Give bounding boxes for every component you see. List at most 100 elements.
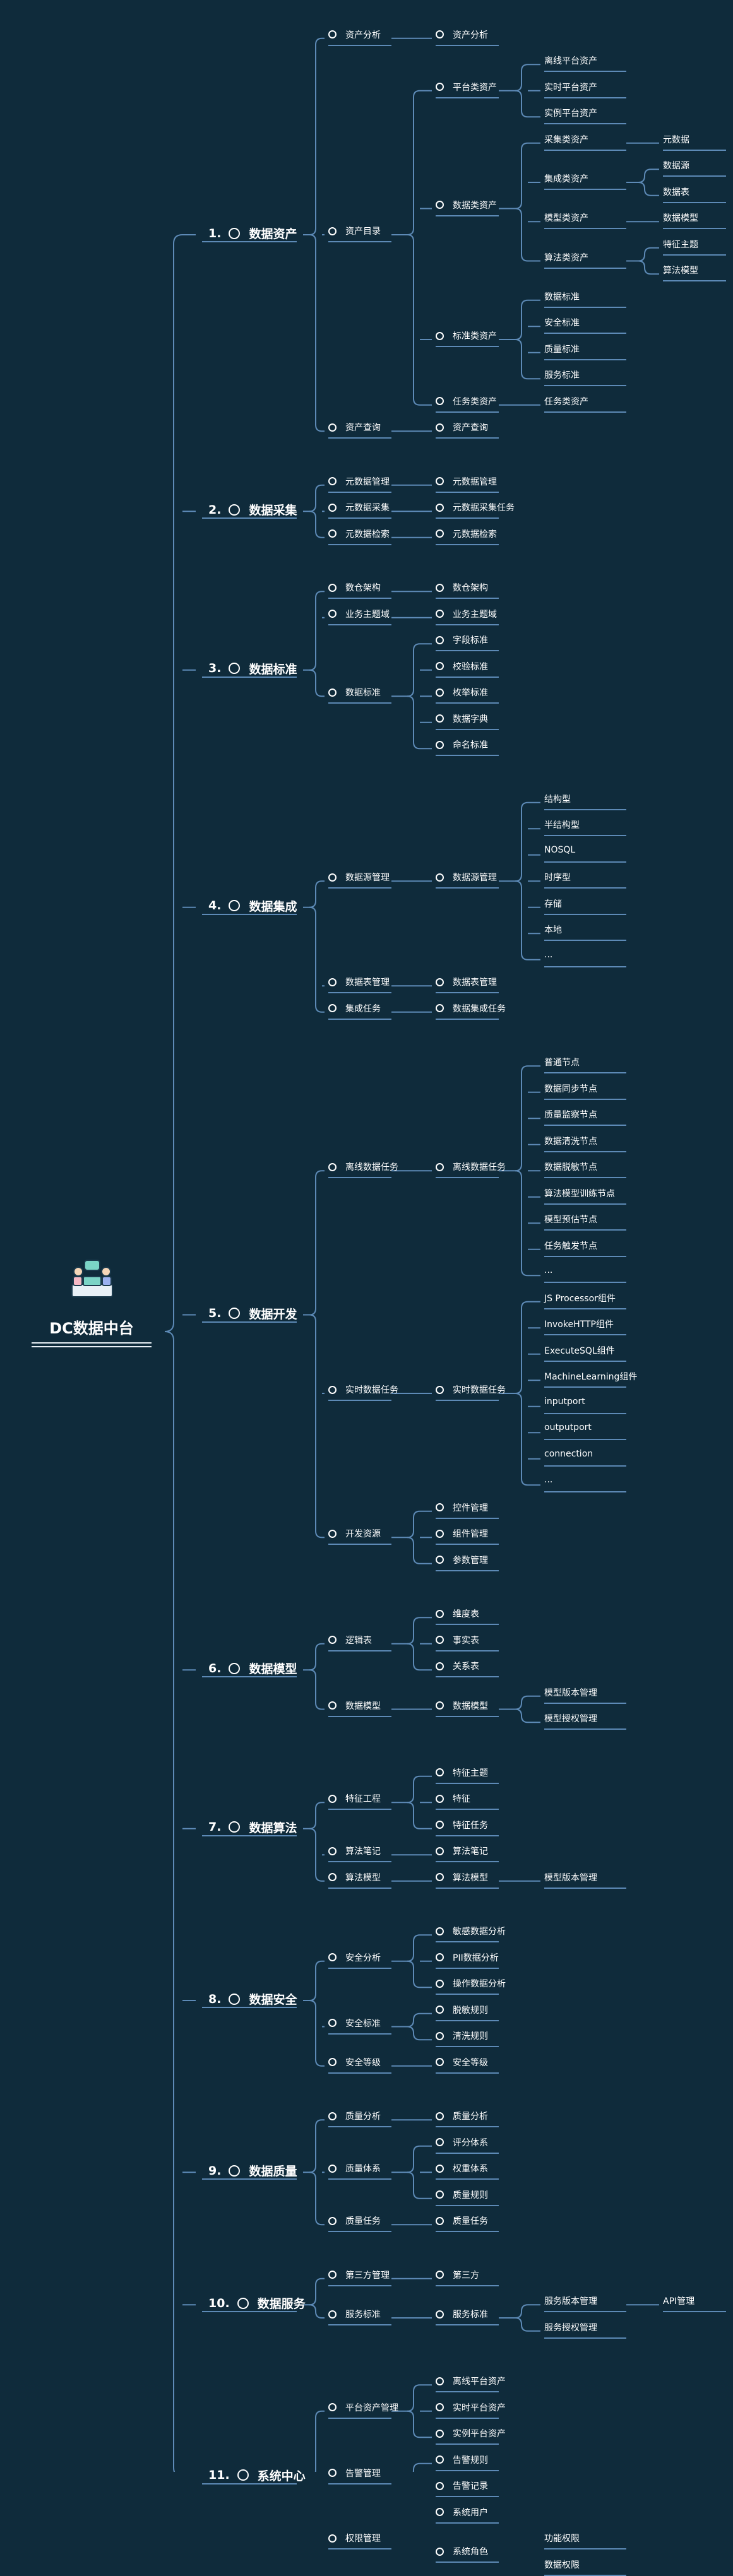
mind-map-node: 数据模型	[663, 211, 698, 224]
node-underline	[436, 97, 499, 98]
mind-map-node: 实时平台资产	[436, 2401, 506, 2414]
node-label: 离线平台资产	[544, 56, 597, 67]
node-bullet-icon	[328, 30, 337, 39]
node-label: 资产查询	[453, 423, 488, 434]
node-underline	[544, 940, 626, 942]
node-underline	[544, 887, 626, 889]
section-number: 7.	[208, 1820, 222, 1835]
node-underline	[436, 2391, 499, 2393]
node-underline	[544, 1125, 626, 1126]
node-label: 半结构型	[544, 820, 580, 831]
node-underline	[663, 175, 726, 177]
mind-map-node: 算法笔记	[328, 1845, 381, 1857]
node-label: 系统角色	[453, 2547, 488, 2557]
node-label: 枚举标准	[453, 688, 488, 699]
node-underline	[544, 2337, 626, 2339]
node-bullet-icon	[436, 978, 444, 986]
mind-map-node: 数据标准	[328, 686, 381, 699]
node-underline	[436, 2324, 499, 2325]
mind-map-node: ...	[544, 1475, 552, 1485]
mind-map-node: 特征任务	[436, 1819, 488, 1831]
node-label: 开发资源	[345, 1529, 381, 1540]
node-underline	[328, 598, 391, 600]
node-bullet-icon	[436, 1821, 444, 1829]
node-underline	[436, 1400, 499, 1401]
node-underline	[436, 1782, 499, 1784]
mind-map-node: 安全等级	[436, 2056, 488, 2069]
mind-map-node: 权重体系	[436, 2162, 488, 2175]
node-bullet-icon	[436, 2547, 444, 2556]
mind-map-node: 权限管理	[328, 2532, 381, 2544]
node-underline	[328, 1809, 391, 1811]
mind-map-node: 时序型	[544, 871, 571, 883]
mind-map-node: 业务主题域	[328, 608, 390, 620]
mind-map-node: 安全标准	[544, 316, 580, 329]
mind-map-node: 安全分析	[328, 1951, 381, 1964]
node-label: ...	[544, 949, 553, 960]
node-label: 标准类资产	[453, 331, 497, 341]
mind-map-node: NOSQL	[544, 845, 575, 855]
mind-map-node: 数仓架构	[328, 581, 381, 594]
node-bullet-icon	[328, 423, 337, 432]
node-bullet-icon	[328, 2058, 337, 2067]
node-bullet-icon	[436, 2508, 444, 2517]
node-label: 特征主题	[453, 1768, 488, 1778]
node-label: 安全分析	[345, 1953, 381, 1963]
node-bullet-icon	[436, 2216, 444, 2225]
node-underline	[202, 1676, 297, 1678]
mind-map-node: MachineLearning组件	[544, 1370, 637, 1383]
node-label: 数据集成	[249, 899, 297, 914]
mind-map-node: 维度表	[436, 1607, 479, 1620]
node-bullet-icon	[328, 2216, 337, 2225]
node-bullet-icon	[229, 663, 241, 675]
node-underline	[436, 2072, 499, 2074]
mind-map-node: 评分体系	[436, 2136, 488, 2149]
node-label: 元数据采集任务	[453, 503, 515, 514]
mind-map-node: 标准类资产	[436, 329, 497, 342]
node-underline	[328, 1715, 391, 1717]
node-label: 第三方	[453, 2270, 479, 2281]
node-bullet-icon	[436, 688, 444, 697]
node-underline	[544, 123, 626, 125]
node-bullet-icon	[229, 1308, 241, 1319]
section-number: 9.	[208, 2163, 222, 2178]
node-underline	[328, 517, 391, 519]
node-label: 采集类资产	[544, 134, 588, 145]
mind-map-node: 资产分析	[436, 28, 488, 41]
mind-map-node: 任务类资产	[436, 395, 497, 408]
node-bullet-icon	[436, 610, 444, 618]
node-underline	[436, 728, 499, 730]
node-underline	[436, 2469, 499, 2471]
mind-map-node: 业务主题域	[436, 608, 497, 620]
node-label: 数据模型	[345, 1701, 381, 1711]
mind-map-node: 实时数据任务	[436, 1383, 506, 1396]
node-underline	[544, 1702, 626, 1704]
node-label: 时序型	[544, 873, 571, 883]
node-underline	[436, 2496, 499, 2498]
mind-map-node: 数据脱敏节点	[544, 1161, 597, 1173]
node-bullet-icon	[436, 1662, 444, 1670]
node-label: 数据表管理	[453, 978, 497, 988]
node-underline	[663, 280, 726, 282]
node-label: 数据标准	[544, 292, 580, 302]
node-underline	[328, 1400, 391, 1401]
mind-map-node: 清洗规则	[436, 2029, 488, 2042]
node-underline	[436, 1887, 499, 1889]
node-label: 安全标准	[345, 2018, 381, 2029]
node-bullet-icon	[436, 2271, 444, 2279]
mind-map-node: 资产查询	[328, 421, 381, 434]
node-bullet-icon	[436, 1979, 444, 1988]
node-bullet-icon	[436, 397, 444, 406]
node-underline	[328, 1967, 391, 1969]
node-underline	[328, 887, 391, 889]
node-underline	[436, 215, 499, 216]
mind-map-node: 第三方管理	[328, 2269, 390, 2281]
node-label: 数据源管理	[453, 873, 497, 883]
node-label: 离线平台资产	[453, 2377, 506, 2387]
node-underline	[328, 1018, 391, 1020]
node-underline	[544, 1203, 626, 1205]
node-underline	[544, 1491, 626, 1493]
mind-map-node: 数仓架构	[436, 581, 488, 594]
node-bullet-icon	[436, 740, 444, 749]
node-underline	[436, 1715, 499, 1717]
